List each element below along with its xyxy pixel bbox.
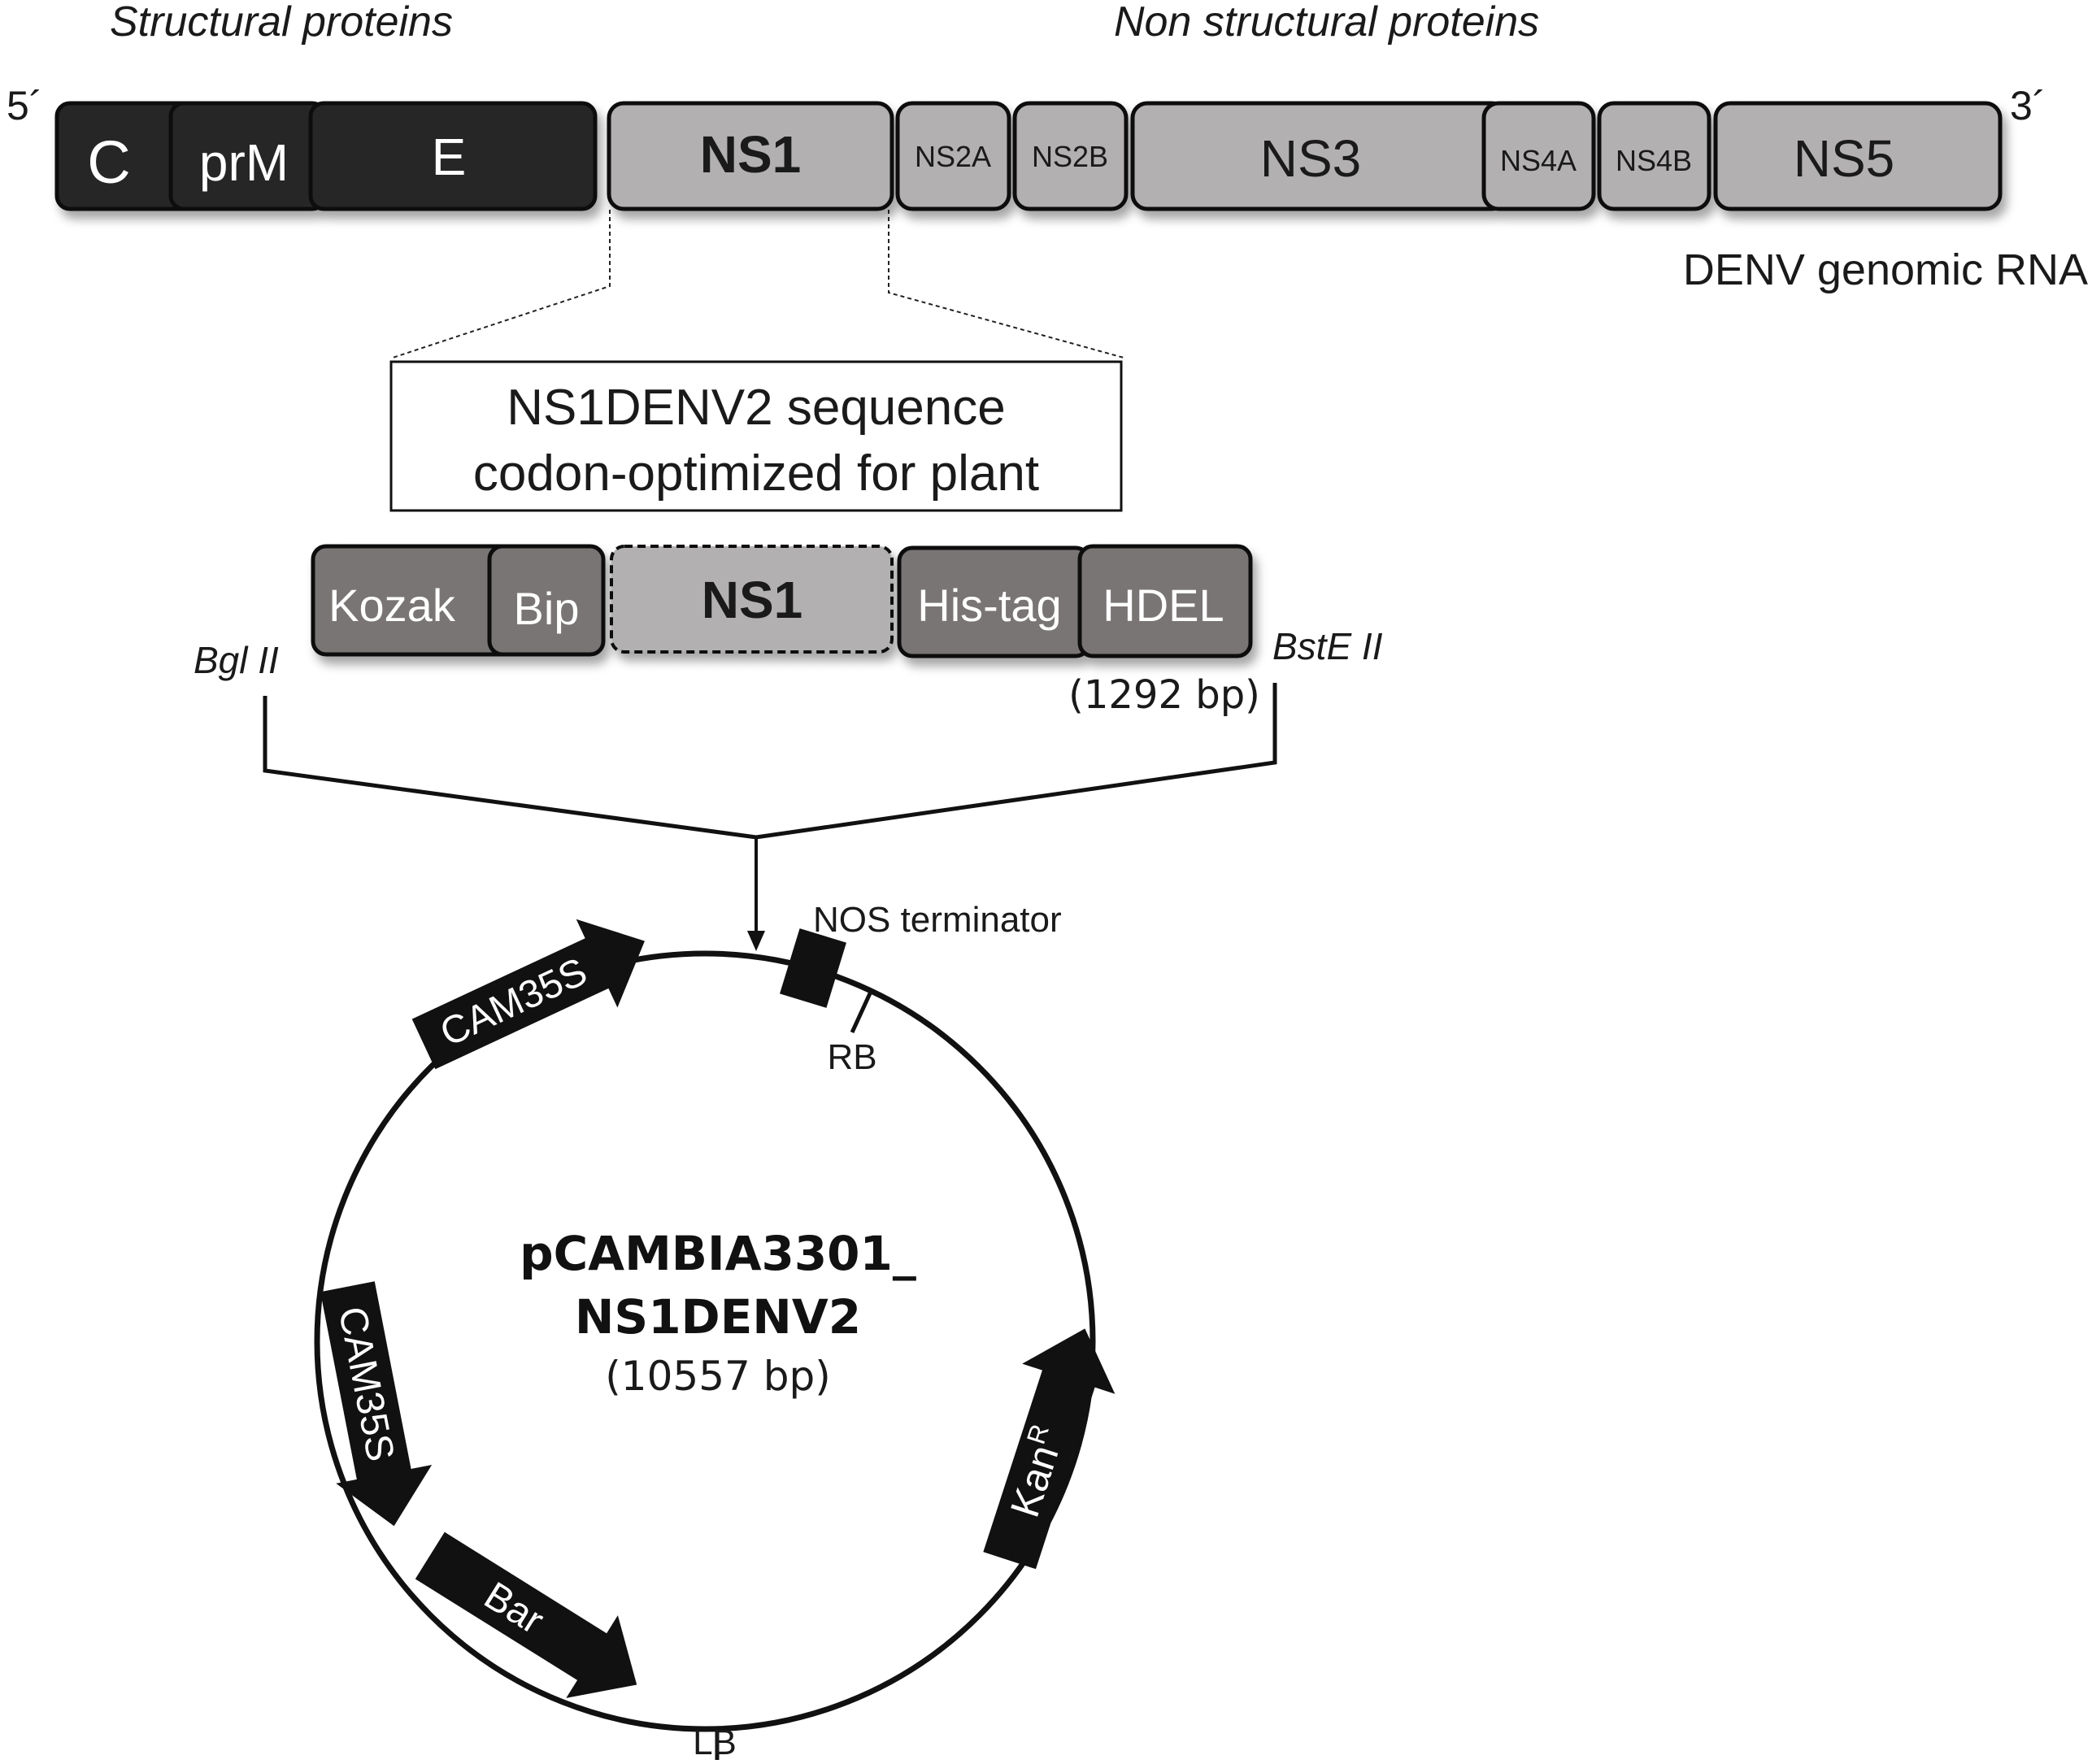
segment-c-label: C bbox=[87, 128, 130, 196]
segment-ns1-label: NS1 bbox=[700, 125, 802, 184]
segment-ns2b-label: NS2B bbox=[1032, 140, 1108, 173]
insertion-arrow-head bbox=[747, 931, 765, 951]
nos-terminator-block bbox=[780, 928, 846, 1008]
segment-e bbox=[308, 101, 598, 211]
plasmid-name-line1: pCAMBIA3301_ bbox=[520, 1226, 916, 1281]
nonstructural-segments bbox=[607, 101, 2003, 211]
segment-hdel-label: HDEL bbox=[1103, 580, 1224, 631]
construct-size: (1292 bp) bbox=[1068, 672, 1260, 718]
nos-terminator-label: NOS terminator bbox=[813, 900, 1062, 940]
segment-ns4b-label: NS4B bbox=[1616, 144, 1692, 177]
plasmid-name-line2: NS1DENV2 bbox=[575, 1289, 861, 1345]
structural-proteins-header: Structural proteins bbox=[110, 0, 453, 46]
kanr-arrow bbox=[983, 1328, 1116, 1570]
segment-kozak-label: Kozak bbox=[328, 580, 456, 631]
cam35s-left-arrow bbox=[320, 1281, 433, 1527]
lb-label: LB bbox=[693, 1723, 737, 1760]
segment-ns2b bbox=[1012, 101, 1129, 211]
plasmid-backbone bbox=[314, 950, 1096, 1732]
segment-ns4a-label: NS4A bbox=[1500, 144, 1577, 177]
segment-insert-ns1 bbox=[610, 545, 894, 654]
segment-bip-label: Bip bbox=[514, 583, 580, 634]
cam35s-top-arrow bbox=[411, 919, 645, 1070]
restriction-site-bglii: Bgl II bbox=[194, 639, 279, 681]
zoom-line-left bbox=[392, 210, 611, 358]
construct-segments bbox=[311, 544, 1253, 658]
segment-e-label: E bbox=[432, 128, 467, 186]
nonstructural-proteins-header: Non structural proteins bbox=[1114, 0, 1539, 46]
segment-prm-label: prM bbox=[199, 133, 289, 192]
construct-description-line2: codon-optimized for plant bbox=[473, 445, 1039, 502]
rb-label: RB bbox=[827, 1037, 876, 1077]
segment-ns2a-label: NS2A bbox=[915, 140, 991, 173]
five-prime-label: 5´ bbox=[7, 83, 42, 128]
zoom-line-right bbox=[888, 210, 1124, 358]
genome-caption: DENV genomic RNA bbox=[1683, 245, 2088, 294]
segment-bip bbox=[487, 544, 606, 657]
segment-ns5 bbox=[1713, 101, 2003, 211]
kanr-label-main: Kan bbox=[1002, 1440, 1068, 1523]
segment-hdel bbox=[1077, 544, 1253, 658]
segment-ns3-label: NS3 bbox=[1260, 129, 1362, 188]
segment-ns2a bbox=[895, 101, 1011, 211]
segment-ns5-label: NS5 bbox=[1794, 129, 1895, 188]
rb-tick bbox=[850, 992, 872, 1034]
feature-cam35s-top: CAM35S bbox=[411, 919, 645, 1070]
restriction-site-bsteii: BstE II bbox=[1272, 625, 1383, 667]
segment-ns1 bbox=[607, 101, 894, 211]
segment-ns4b bbox=[1597, 101, 1711, 211]
feature-kanr: KanR bbox=[983, 1328, 1116, 1570]
construct-description-line1: NS1DENV2 sequence bbox=[507, 380, 1005, 436]
feature-bar: Bar bbox=[415, 1532, 637, 1698]
segment-insert-ns1-label: NS1 bbox=[702, 571, 803, 629]
bar-arrow bbox=[415, 1532, 637, 1698]
segment-ns4a bbox=[1481, 101, 1596, 211]
structural-segments bbox=[54, 101, 598, 211]
plasmid-size: (10557 bp) bbox=[605, 1353, 830, 1400]
segment-histag-label: His-tag bbox=[917, 580, 1061, 631]
construct-description-box bbox=[389, 360, 1123, 512]
three-prime-label: 3´ bbox=[2010, 83, 2046, 128]
